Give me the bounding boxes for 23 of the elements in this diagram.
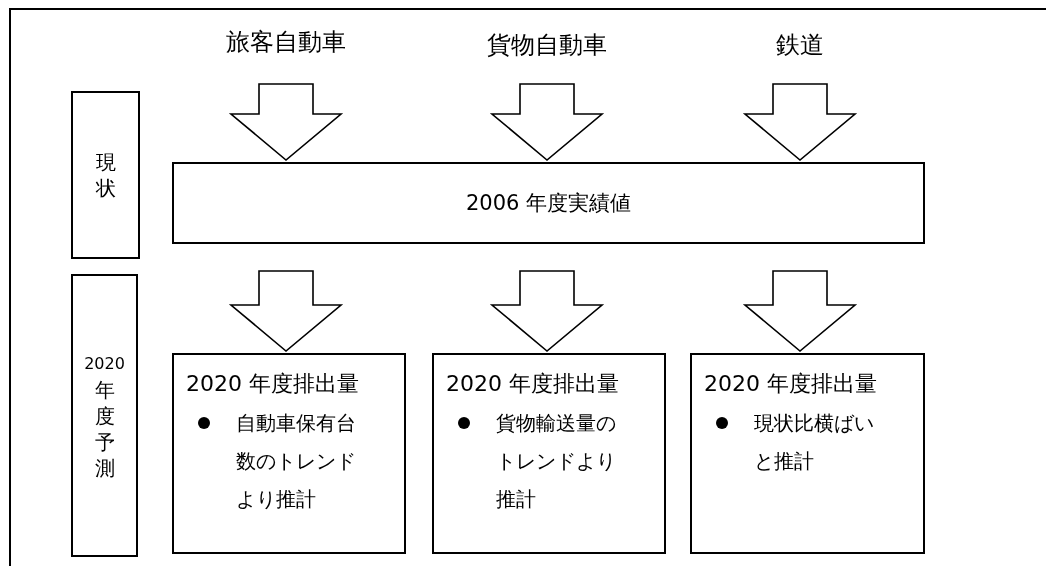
column-heading: 旅客自動車 <box>216 22 356 62</box>
bullet-text: 現状比横ばいと推計 <box>754 410 875 475</box>
block-arrow <box>742 270 858 353</box>
block-arrow <box>489 270 605 353</box>
forecast-box <box>172 353 406 554</box>
forecast-box <box>690 353 925 554</box>
column-heading: 鉄道 <box>740 25 860 65</box>
block-arrow <box>742 83 858 162</box>
column-heading: 貨物自動車 <box>477 25 617 65</box>
result-box: 2006 年度実績値 <box>172 162 925 244</box>
block-arrow <box>228 83 344 162</box>
bullet-text: 自動車保有台数のトレンドより推計 <box>236 410 357 513</box>
row-label: 現状 <box>95 149 116 201</box>
box-heading: 2020 年度排出量 <box>704 370 877 398</box>
box-heading: 2020 年度排出量 <box>186 370 359 398</box>
bullet-text: 貨物輸送量のトレンドより推計 <box>496 410 617 513</box>
block-arrow <box>489 83 605 162</box>
row-label-box <box>71 274 138 557</box>
box-heading: 2020 年度排出量 <box>446 370 619 398</box>
block-arrow <box>228 270 344 353</box>
row-label: 2020 年度予測 <box>84 352 125 481</box>
row-label-box <box>71 91 140 259</box>
forecast-box <box>432 353 666 554</box>
